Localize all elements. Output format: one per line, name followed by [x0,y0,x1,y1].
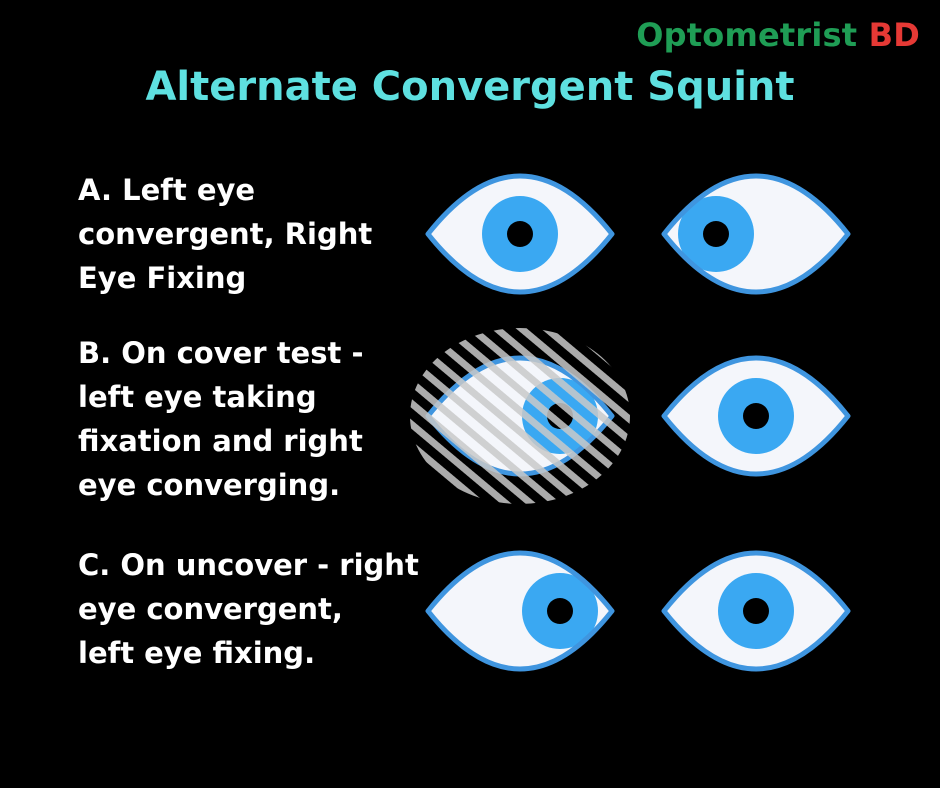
cover-occluder-icon [410,328,630,504]
iris-group [718,573,794,649]
eye-outline [661,355,851,477]
step-c-line-1: C. On uncover - right [78,548,419,582]
eye-outline [661,550,851,672]
eye-b-left-icon [410,328,630,504]
step-a-line-2: convergent, Right [78,217,373,251]
iris-group [482,196,558,272]
brand-text-bd: BD [868,16,920,54]
eye-outline [661,173,851,295]
pupil [743,403,769,429]
pupil [743,598,769,624]
pupil [547,598,573,624]
step-a-description: A. Left eye convergent, Right Eye Fixing [78,168,418,300]
eye-a-right-icon [661,173,851,295]
page-title: Alternate Convergent Squint [145,64,795,110]
iris-group [678,196,754,272]
step-c-line-3: left eye fixing. [78,636,316,670]
step-c-description: C. On uncover - right eye convergent, le… [78,543,419,675]
step-b-line-1: B. On cover test - [78,336,364,370]
eye-outline [425,173,615,295]
step-b-line-4: eye converging. [78,468,341,502]
brand-logo: Optometrist BD [636,16,920,54]
brand-text-optometrist: Optometrist [636,16,858,54]
pupil [507,221,533,247]
pupil [703,221,729,247]
step-b-description: B. On cover test - left eye taking fixat… [78,331,418,507]
step-b-line-3: fixation and right [78,424,363,458]
iris-group [522,573,598,649]
step-b-line-2: left eye taking [78,380,317,414]
iris-group [718,378,794,454]
step-a-line-1: A. Left eye [78,173,256,207]
step-a-line-3: Eye Fixing [78,261,247,295]
step-c-line-2: eye convergent, [78,592,343,626]
eye-b-right-icon [661,355,851,477]
eye-c-left-icon [425,550,615,672]
eye-a-left-icon [425,173,615,295]
eye-outline [425,550,615,672]
eye-c-right-icon [661,550,851,672]
